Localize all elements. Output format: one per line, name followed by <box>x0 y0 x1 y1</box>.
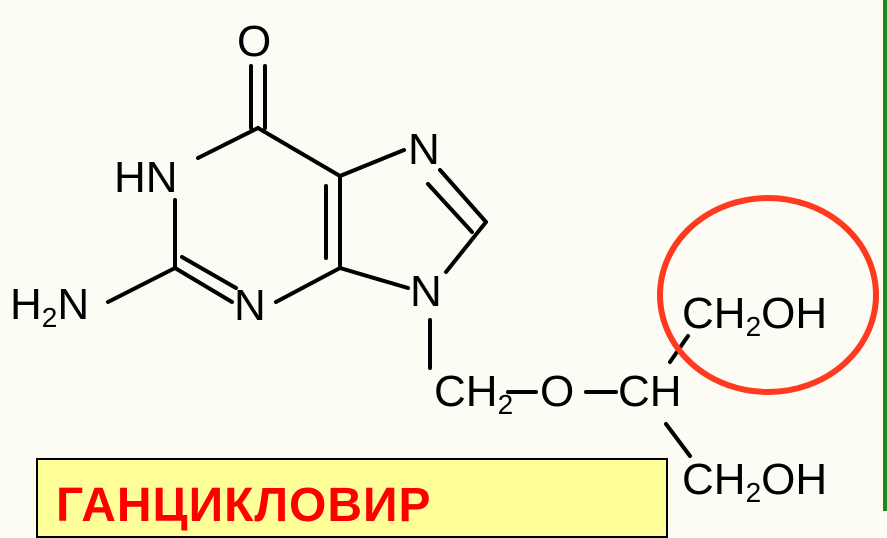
atom-n3: N <box>234 281 266 330</box>
atom-ch2oh-bottom-c: CH <box>682 455 746 504</box>
atom-ch2oh-top-subscript: 2 <box>745 311 762 342</box>
bond-n7-c8 <box>438 168 488 224</box>
bond-n7-c8-double <box>426 182 474 234</box>
bond-n3-c4 <box>274 266 342 304</box>
atom-h2n-subscript: 2 <box>41 302 58 333</box>
green-edge-accent <box>883 0 887 511</box>
bond-c6-c5 <box>256 126 342 178</box>
atom-h2n-n: N <box>57 280 90 329</box>
bond-c5-n7 <box>338 148 406 178</box>
atom-ch2oh-top-c: CH <box>682 289 746 338</box>
atom-o-ether: O <box>540 367 575 416</box>
bond-ch-ch2oh-bottom <box>664 422 692 458</box>
bond-c8-n9 <box>444 220 488 274</box>
bond-c2-nh2 <box>106 266 177 304</box>
atom-ch: CH <box>618 367 682 416</box>
atom-ch2oh-bottom-oh: OH <box>761 455 828 504</box>
atom-ch2oh-bottom-subscript: 2 <box>745 477 762 508</box>
atom-ch2oh-bottom: CH2OH <box>682 455 828 507</box>
bond-lines <box>106 64 879 458</box>
atom-hn: HN <box>114 153 178 202</box>
atom-ch2-linker: CH2 <box>434 367 513 419</box>
atom-h2n: H2N <box>10 280 90 332</box>
bond-c2-n3-double <box>180 255 238 290</box>
atom-ch2oh-top-oh: OH <box>761 289 828 338</box>
atom-ch2-linker-c: CH <box>434 367 498 416</box>
drug-name-box: ГАНЦИКЛОВИР <box>36 458 668 538</box>
ganciclovir-structure-diagram: O HN N N N H2N CH2 O CH CH2OH CH2OH ГАНЦ… <box>10 0 887 538</box>
atom-ch2-linker-subscript: 2 <box>497 389 514 420</box>
atom-h2n-h: H <box>10 280 42 329</box>
atom-n9: N <box>410 267 442 316</box>
atom-o-carbonyl: O <box>237 17 272 66</box>
highlight-circle <box>657 195 879 395</box>
atom-ch2oh-top: CH2OH <box>682 289 828 341</box>
atom-n7: N <box>408 125 440 174</box>
drug-name-label: ГАНЦИКЛОВИР <box>56 479 432 532</box>
bond-c4-n9 <box>338 266 410 290</box>
bond-c2-n3 <box>173 266 234 304</box>
bond-c6-n1 <box>196 126 260 160</box>
